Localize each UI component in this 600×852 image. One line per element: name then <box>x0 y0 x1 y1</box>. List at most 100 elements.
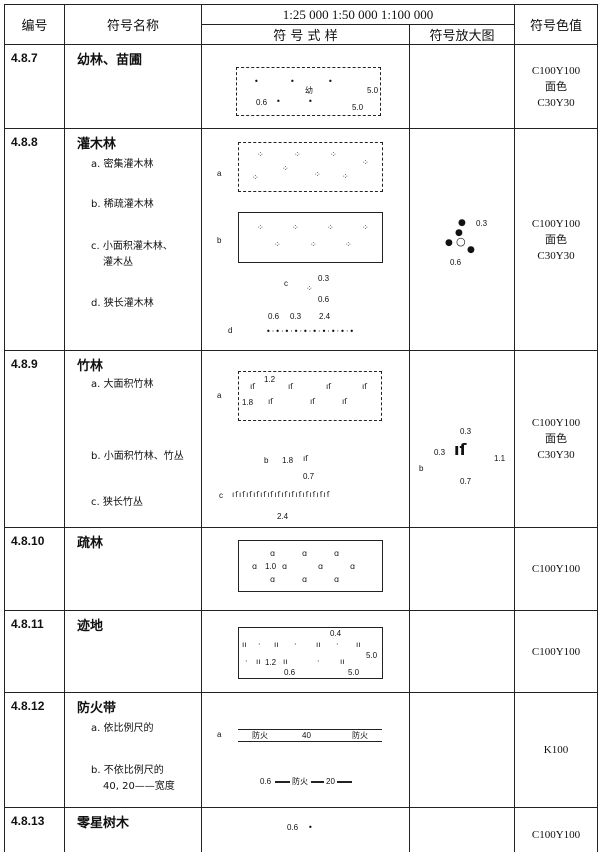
table-row: 4.8.12 防火带 a. 依比例尺的 b. 不依比例尺的 40, 20——宽度… <box>4 692 598 808</box>
bamboo-icon: ıſ <box>454 440 467 459</box>
dim-label: 0.3 <box>290 312 302 321</box>
circle-icon: ○ <box>456 235 466 248</box>
symbol-sample: 0.4 ıı · ıı · ıı · ıı ·ıı 1.2 ıı·ıı 0.6 … <box>202 611 409 692</box>
dim-label: 0.6 <box>287 823 299 832</box>
sub-item: b. 不依比例尺的 <box>91 765 164 776</box>
sparse-tree-icon: ɑ <box>270 549 276 558</box>
shrub-icon: ⁘ <box>252 173 259 182</box>
bamboo-line-icon: ıſıſıſıſıſıſıſıſıſıſıſıſıſıſ <box>232 490 331 499</box>
dim-label: 1.8 <box>242 398 254 407</box>
dot-icon: · <box>294 640 297 649</box>
bamboo-icon: ıſ <box>342 397 348 406</box>
header-scales: 1:25 000 1:50 000 1:100 000 <box>201 4 515 25</box>
dim-label: 2.4 <box>277 512 289 521</box>
tree-dot-icon: • <box>328 77 333 86</box>
dim-label: 5.0 <box>366 651 378 660</box>
color-value: C100Y100 <box>531 645 581 658</box>
symbol-sample: a ⁘⁘⁘⁘ ⁘⁘⁘⁘ b ⁘⁘⁘⁘ ⁘⁘⁘ c ⁘ 0.3 0.6 0.6 0… <box>202 129 409 350</box>
sub-item: c. 狭长竹丛 <box>91 497 143 508</box>
bamboo-icon: ıſ <box>288 382 294 391</box>
sample-frame <box>238 212 383 263</box>
color-value: C100Y100 <box>531 64 581 77</box>
shrub-icon: ⁘ <box>362 158 369 167</box>
sparse-tree-icon: ɑ <box>318 562 324 571</box>
dim-label: 0.6 <box>268 312 280 321</box>
shrub-line-icon: •·•·•·•·•·•·•·•·•·• <box>266 327 356 336</box>
sparse-tree-icon: ɑ <box>302 549 308 558</box>
dim-label: 0.6 <box>256 98 268 107</box>
sub-item: 灌木丛 <box>103 257 133 268</box>
shrub-icon: ⁘ <box>294 150 301 159</box>
firebreak-line <box>337 781 352 783</box>
dim-label: 1.0 <box>265 562 277 571</box>
dim-label: 1.1 <box>494 454 506 463</box>
shrub-icon: ⁘ <box>310 240 317 249</box>
shrub-icon: ⁘ <box>362 223 369 232</box>
sparse-tree-icon: ɑ <box>334 549 340 558</box>
stump-icon: ıı <box>274 640 279 649</box>
color-value: 面色 <box>545 433 567 445</box>
color-value: C100Y100 <box>531 417 581 429</box>
variant-label: b <box>264 456 269 465</box>
firebreak-line <box>238 729 382 730</box>
stump-icon: ıı <box>256 657 261 666</box>
sample-frame <box>236 67 381 116</box>
firebreak-line <box>238 741 382 742</box>
row-name: 防火带 <box>77 701 117 716</box>
stump-icon: ıı <box>242 640 247 649</box>
variant-label: d <box>228 326 233 335</box>
dot-icon: · <box>336 640 339 649</box>
sparse-tree-icon: ɑ <box>334 575 340 584</box>
sub-item: a. 依比例尺的 <box>91 723 154 734</box>
dim-label: 0.7 <box>303 472 315 481</box>
sub-item: d. 狭长灌木林 <box>91 298 154 309</box>
dot-icon: ● <box>445 238 453 248</box>
header-name: 符号名称 <box>64 4 202 45</box>
table-row: 4.8.7 幼林、苗圃 ••• 幼 0.6• • 5.0 5.0 C100Y10… <box>4 44 598 129</box>
shrub-icon: ⁘ <box>342 172 349 181</box>
color-value: K100 <box>543 744 569 756</box>
row-name: 零星树木 <box>64 807 202 852</box>
sub-item: a. 密集灌木林 <box>91 159 154 170</box>
symbol-table: 编号 符号名称 1:25 000 1:50 000 1:100 000 符号色值… <box>4 4 598 852</box>
sample-label: 防火 <box>252 731 268 740</box>
dim-label: 1.2 <box>265 658 277 667</box>
shrub-icon: ⁘ <box>327 223 334 232</box>
variant-label: c <box>284 279 288 288</box>
dim-label: 0.6 <box>318 295 330 304</box>
stump-icon: ıı <box>316 640 321 649</box>
dim-label: 1.2 <box>264 375 276 384</box>
sub-item: a. 大面积竹林 <box>91 379 154 390</box>
dim-label: 0.3 <box>460 427 472 436</box>
table-row: 4.8.9 竹林 a. 大面积竹林 b. 小面积竹林、竹丛 c. 狭长竹丛 a … <box>4 350 598 528</box>
shrub-icon: ⁘ <box>330 150 337 159</box>
shrub-icon: ⁘ <box>257 150 264 159</box>
firebreak-line <box>275 781 290 783</box>
color-value: C100Y100 <box>531 217 581 230</box>
dim-label: 0.7 <box>460 477 472 486</box>
dim-label: 0.3 <box>476 219 488 228</box>
bamboo-icon: ıſ <box>310 397 316 406</box>
dim-label: 0.6 <box>450 258 462 267</box>
sparse-tree-icon: ɑ <box>252 562 258 571</box>
variant-label: b <box>217 236 222 245</box>
color-value: 面色 <box>545 80 567 93</box>
variant-label: a <box>217 730 222 739</box>
table-row: 4.8.8 灌木林 a. 密集灌木林 b. 稀疏灌木林 c. 小面积灌木林、 灌… <box>4 128 598 351</box>
dim-label: 1.8 <box>282 456 294 465</box>
symbol-enlarged: ●● ●○● 0.3 0.6 <box>410 129 514 350</box>
bamboo-icon: ıſ <box>268 397 274 406</box>
variant-label: b <box>419 464 424 473</box>
dot-icon: · <box>258 640 261 649</box>
sub-item: b. 稀疏灌木林 <box>91 199 154 210</box>
sparse-tree-icon: ɑ <box>282 562 288 571</box>
sparse-tree-icon: ɑ <box>302 575 308 584</box>
bamboo-icon: ıſ <box>326 382 332 391</box>
header-color: 符号色值 <box>514 4 598 45</box>
sample-frame <box>238 540 383 592</box>
bamboo-icon: ıſ <box>250 382 256 391</box>
row-code: 4.8.13 <box>4 807 65 852</box>
